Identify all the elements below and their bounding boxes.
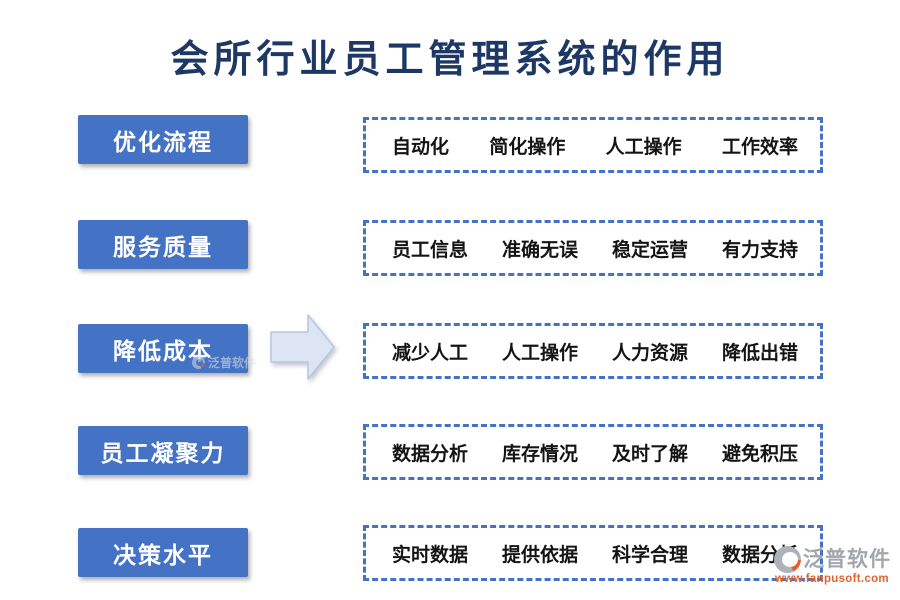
brand-logo-icon [774,546,801,573]
brand-watermark: 泛普软件 www.fanpusoft.com [774,546,891,586]
detail-box-cost-reduction: 减少人工 人工操作 人力资源 降低出错 [363,323,823,379]
detail-item: 避免积压 [721,443,798,465]
detail-box-employee-cohesion: 数据分析 库存情况 及时了解 避免积压 [363,424,823,480]
detail-box-service-quality: 员工信息 准确无误 稳定运营 有力支持 [363,220,823,276]
detail-item: 人工操作 [501,342,578,364]
detail-item: 准确无误 [501,239,578,261]
detail-box-decision-level: 实时数据 提供依据 科学合理 数据分析 [363,525,823,581]
brand-name: 泛普软件 [803,548,891,571]
detail-item: 稳定运营 [611,239,688,261]
detail-item: 降低出错 [721,342,798,364]
brand-url: www.fanpusoft.com [775,573,889,585]
detail-item: 及时了解 [611,443,688,465]
right-arrow-icon [270,312,336,382]
detail-item: 减少人工 [392,342,469,364]
detail-item: 数据分析 [392,443,469,465]
detail-item: 库存情况 [501,443,578,465]
detail-item: 有力支持 [721,239,798,261]
inline-watermark-text: 泛普软件 [208,356,257,370]
detail-item: 人工操作 [605,136,682,158]
detail-item: 提供依据 [501,544,578,566]
brand-logo-icon [192,356,205,369]
category-button-service-quality: 服务质量 [78,220,248,269]
detail-item: 工作效率 [721,136,798,158]
category-button-decision-level: 决策水平 [78,528,248,577]
detail-item: 科学合理 [611,544,688,566]
category-button-employee-cohesion: 员工凝聚力 [78,426,248,475]
inline-watermark: 泛普软件 [192,354,256,371]
page-title: 会所行业员工管理系统的作用 [170,39,730,81]
detail-box-process-optimization: 自动化 简化操作 人工操作 工作效率 [363,117,823,173]
detail-item: 员工信息 [392,239,469,261]
category-button-cost-reduction: 降低成本 [78,324,248,373]
category-button-process-optimization: 优化流程 [78,115,248,164]
detail-item: 简化操作 [489,136,566,158]
detail-item: 实时数据 [392,544,469,566]
detail-item: 人力资源 [611,342,688,364]
brand-watermark-row: 泛普软件 [774,546,891,573]
detail-item: 自动化 [392,136,450,158]
